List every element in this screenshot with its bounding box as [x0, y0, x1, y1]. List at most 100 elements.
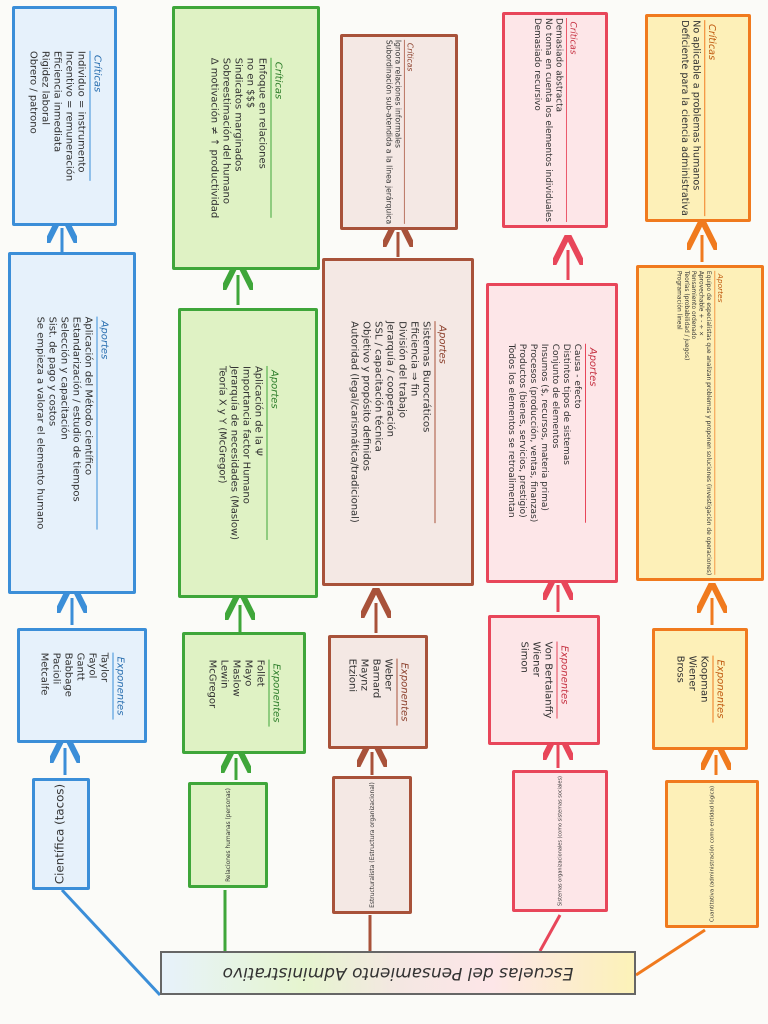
- school-name: Cuantitativa (administración como entida…: [708, 785, 716, 923]
- school-box-cuantitativa: Cuantitativa (administración como entida…: [665, 780, 759, 928]
- list-item: Individuo = instrumento: [75, 50, 86, 173]
- criticas-header: Críticas: [565, 17, 579, 223]
- list-item: Selección y capacitación: [58, 316, 70, 440]
- list-item: Jerarquía de necesidades (Maslow): [228, 365, 240, 541]
- list-item: Teorías (probabilidad / juegos): [683, 270, 690, 361]
- exponentes-box-relaciones: Exponentes Follet Mayo Maslow Lewin McGr…: [182, 632, 306, 754]
- list-item: Programación lineal: [675, 270, 683, 330]
- aportes-box-relaciones: Aportes Aplicación de la Ψ Importancia f…: [178, 308, 318, 598]
- exponentes-box-cuantitativa: Exponentes Koopman Wiener Bross: [652, 628, 748, 750]
- school-box-sistemas: Sistemas organizacionales (como sistemas…: [512, 770, 608, 912]
- school-name: Estructuralista (Estructura organizacion…: [368, 782, 376, 908]
- list-item: Fayol: [86, 652, 98, 678]
- list-item: Eficiencia inmediata: [51, 50, 62, 153]
- list-item: Taylor: [98, 652, 110, 682]
- list-item: Etzioni: [346, 658, 358, 693]
- list-item: Sindicatos marginados: [232, 57, 244, 172]
- criticas-header: Críticas: [403, 39, 415, 225]
- list-item: Incentivo = remuneración: [63, 50, 74, 182]
- aportes-box-cientifica: Aportes Aplicación del Método científico…: [8, 252, 136, 594]
- list-item: Eficiencia ⇒ fin: [408, 321, 420, 397]
- school-box-relaciones: Relaciones humanas (personas): [188, 782, 268, 888]
- exponentes-box-sistemas: Exponentes Von Bertalanffy Wiener Simon: [488, 615, 600, 745]
- criticas-box-cientifica: Críticas Individuo = instrumento Incenti…: [12, 6, 117, 226]
- exponentes-header: Exponentes: [396, 658, 411, 726]
- list-item: Gantt: [74, 652, 86, 681]
- criticas-box-estructuralista: Críticas Ignora relaciones informales Su…: [340, 34, 458, 230]
- link-title-cuantitativa: [635, 928, 706, 977]
- list-item: Aprovechable + - ÷ ×: [698, 270, 705, 337]
- list-item: Mayo: [242, 659, 254, 687]
- aportes-box-cuantitativa: Aportes Equipo de especialistas que anal…: [636, 265, 764, 581]
- list-item: Autoridad (legal/carismática/tradicional…: [348, 321, 360, 523]
- list-item: Koopman: [698, 655, 710, 703]
- school-name: Relaciones humanas (personas): [224, 788, 232, 882]
- list-item: Aplicación de la Ψ: [252, 365, 264, 456]
- list-item: Sist. de pago y costos: [46, 316, 58, 427]
- list-item: no en $$$: [244, 57, 256, 109]
- list-item: Obrero / patrono: [27, 50, 38, 134]
- list-item: Bross: [674, 655, 686, 683]
- list-item: McGregor: [206, 659, 218, 709]
- list-item: Insumos ($, recursos, materia prima): [539, 343, 549, 511]
- list-item: Jerarquía / cooperación: [384, 321, 396, 437]
- list-item: Procesos (producción, ventas, finanzas): [528, 343, 538, 523]
- list-item: Demasiado recursivo: [532, 17, 543, 111]
- list-item: Wiener: [530, 641, 542, 677]
- list-item: Subordinación sub-atendida a la línea je…: [384, 39, 393, 225]
- list-item: Simon: [518, 641, 530, 673]
- criticas-header: Críticas: [270, 57, 285, 219]
- aportes-header: Aportes: [585, 343, 599, 523]
- list-item: Demasiado abstracta: [553, 17, 564, 112]
- criticas-box-cuantitativa: Críticas No aplicable a problemas humano…: [645, 14, 751, 222]
- list-item: Deficiente para la ciencia administrativ…: [679, 20, 690, 216]
- school-name: Sistemas organizacionales (como sistemas…: [557, 776, 563, 906]
- criticas-header: Críticas: [704, 20, 718, 216]
- list-item: Ignora relaciones informales: [393, 39, 402, 148]
- list-item: Wiener: [686, 655, 698, 691]
- list-item: Pensamiento ordenado: [690, 270, 698, 340]
- exponentes-header: Exponentes: [712, 655, 727, 723]
- list-item: Importancia factor Humano: [240, 365, 252, 504]
- list-item: Follet: [254, 659, 266, 687]
- list-item: Productos (bienes, servicios, prestigio): [517, 343, 527, 518]
- link-title-cientifica: [60, 888, 162, 997]
- list-item: Conjunto de elementos: [550, 343, 560, 449]
- list-item: Maslow: [230, 659, 242, 697]
- list-item: Rigidez laboral: [39, 50, 50, 125]
- list-item: Babbage: [62, 652, 74, 697]
- list-item: Lewin: [218, 659, 230, 689]
- criticas-box-relaciones: Críticas Enfoque en relaciones no en $$$…: [172, 6, 320, 270]
- aportes-box-sistemas: Aportes Causa - efecto Distintos tipos d…: [486, 283, 618, 583]
- school-name: Científica (tacos): [53, 783, 68, 885]
- criticas-header: Críticas: [89, 50, 103, 182]
- list-item: SSL / capacitación técnica: [372, 321, 384, 452]
- list-item: Metcalfe: [38, 652, 50, 695]
- list-item: Distintos tipos de sistemas: [561, 343, 571, 465]
- exponentes-header: Exponentes: [112, 652, 127, 719]
- list-item: Sobreestimación del humano: [220, 57, 232, 204]
- list-item: Pacioli: [50, 652, 62, 684]
- exponentes-header: Exponentes: [268, 659, 283, 727]
- list-item: Von Bertalanffy: [542, 641, 554, 719]
- list-item: Maynz: [358, 658, 370, 691]
- list-item: Aplicación del Método científico: [82, 316, 94, 476]
- aportes-header: Aportes: [96, 316, 111, 530]
- list-item: División del trabajo: [396, 321, 408, 418]
- aportes-box-estructuralista: Aportes Sistemas Burocráticos Eficiencia…: [322, 258, 474, 586]
- map-title: Escuelas del Pensamiento Administrativo: [222, 963, 574, 983]
- list-item: Weber: [382, 658, 394, 691]
- aportes-header: Aportes: [266, 365, 281, 541]
- list-item: Objetivo y propósito definidos: [360, 321, 372, 471]
- school-box-estructuralista: Estructuralista (Estructura organizacion…: [332, 776, 412, 914]
- list-item: Enfoque en relaciones: [256, 57, 268, 169]
- exponentes-box-cientifica: Exponentes Taylor Fayol Gantt Babbage Pa…: [17, 628, 147, 743]
- list-item: Estandarización / estudio de tiempos: [70, 316, 82, 502]
- list-item: Δ motivación ≠ ↑ productividad: [208, 57, 220, 219]
- list-item: Todos los elementos se retroalimentan: [506, 343, 516, 518]
- aportes-header: Aportes: [714, 270, 725, 576]
- exponentes-header: Exponentes: [556, 641, 571, 719]
- map-title-box: Escuelas del Pensamiento Administrativo: [160, 951, 636, 995]
- list-item: Causa - efecto: [572, 343, 582, 409]
- link-title-sistemas: [538, 914, 562, 952]
